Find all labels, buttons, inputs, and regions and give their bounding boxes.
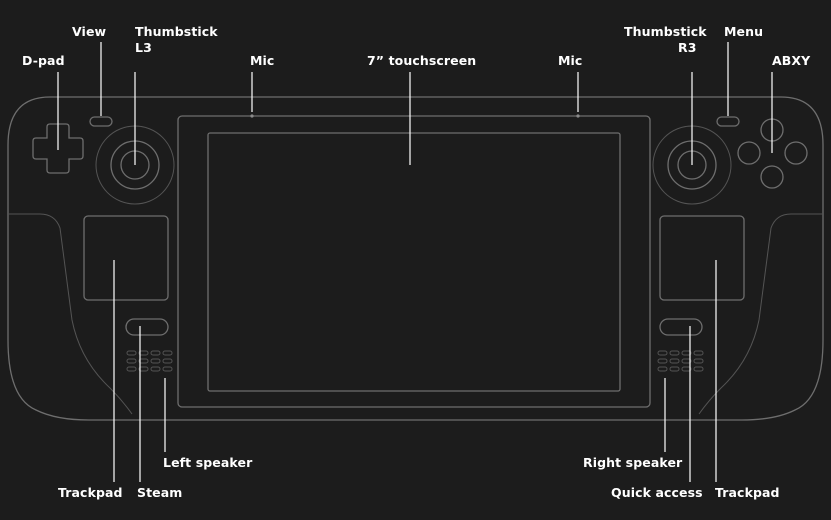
trackpad-left: [83, 215, 169, 301]
label-dpad: D-pad: [22, 53, 65, 68]
label-abxy: ABXY: [772, 53, 811, 68]
right-grip-contour: [698, 213, 823, 415]
screen-bezel: [177, 115, 651, 408]
button-a-icon: [760, 165, 784, 189]
right-speaker-grille: [657, 350, 704, 372]
label-mic-right: Mic: [558, 53, 583, 68]
mic-left-dot: [250, 114, 254, 118]
trackpad-right: [659, 215, 745, 301]
steam-button: [125, 318, 169, 336]
device-body: [7, 96, 824, 421]
label-right-speaker: Right speaker: [583, 455, 683, 470]
mic-right-dot: [576, 114, 580, 118]
dpad-icon: [32, 123, 84, 174]
left-speaker-grille: [126, 350, 173, 372]
label-left-speaker: Left speaker: [163, 455, 253, 470]
label-view: View: [72, 24, 107, 39]
label-touchscreen: 7” touchscreen: [367, 53, 477, 68]
menu-button: [716, 116, 740, 127]
label-thumbstick-right-line2: R3: [678, 40, 697, 55]
button-x-icon: [737, 141, 761, 165]
touchscreen: [207, 132, 621, 392]
label-quick-access: Quick access: [611, 485, 703, 500]
button-b-icon: [784, 141, 808, 165]
label-steam: Steam: [137, 485, 183, 500]
label-thumbstick-left-line2: L3: [135, 40, 152, 55]
left-grip-contour: [8, 213, 133, 415]
label-thumbstick-right-line1: Thumbstick: [624, 24, 707, 39]
label-thumbstick-left-line1: Thumbstick: [135, 24, 218, 39]
quick-access-button: [659, 318, 703, 336]
label-menu: Menu: [724, 24, 764, 39]
label-trackpad-left: Trackpad: [58, 485, 123, 500]
view-button: [89, 116, 113, 127]
label-trackpad-right: Trackpad: [715, 485, 780, 500]
label-mic-left: Mic: [250, 53, 275, 68]
